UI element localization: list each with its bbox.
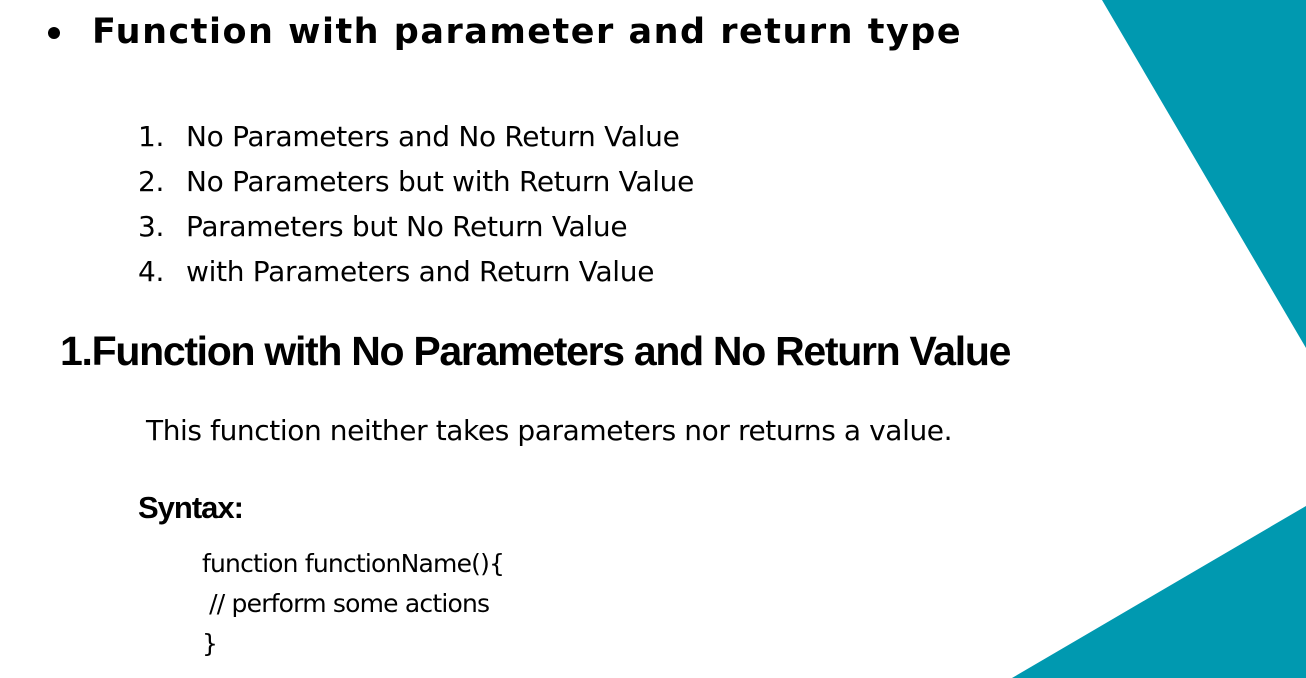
list-item: 1. No Parameters and No Return Value [138,114,694,159]
bullet-heading-text: Function with parameter and return type [92,12,963,52]
section-heading: 1.Function with No Parameters and No Ret… [60,328,1011,374]
code-block: function functionName(){ // perform some… [202,544,505,664]
list-item-text: No Parameters but with Return Value [186,165,695,198]
list-item-number: 1. [138,120,165,153]
bullet-heading: Function with parameter and return type [48,12,962,52]
list-item-number: 4. [138,255,165,288]
code-line: function functionName(){ [202,549,505,578]
list-item: 2. No Parameters but with Return Value [138,159,694,204]
description-text: This function neither takes parameters n… [146,414,953,447]
list-item-number: 3. [138,210,165,243]
list-item: 4. with Parameters and Return Value [138,249,694,294]
bullet-dot-icon [48,27,60,39]
numbered-list: 1. No Parameters and No Return Value 2. … [138,114,694,294]
list-item-number: 2. [138,165,165,198]
code-line: } [202,629,218,658]
top-right-triangle [1102,0,1306,348]
list-item: 3. Parameters but No Return Value [138,204,694,249]
list-item-text: Parameters but No Return Value [186,210,628,243]
bottom-right-triangle [1012,506,1306,678]
code-line: // perform some actions [202,589,490,618]
list-item-text: with Parameters and Return Value [186,255,655,288]
list-item-text: No Parameters and No Return Value [186,120,680,153]
syntax-label: Syntax: [138,490,244,525]
